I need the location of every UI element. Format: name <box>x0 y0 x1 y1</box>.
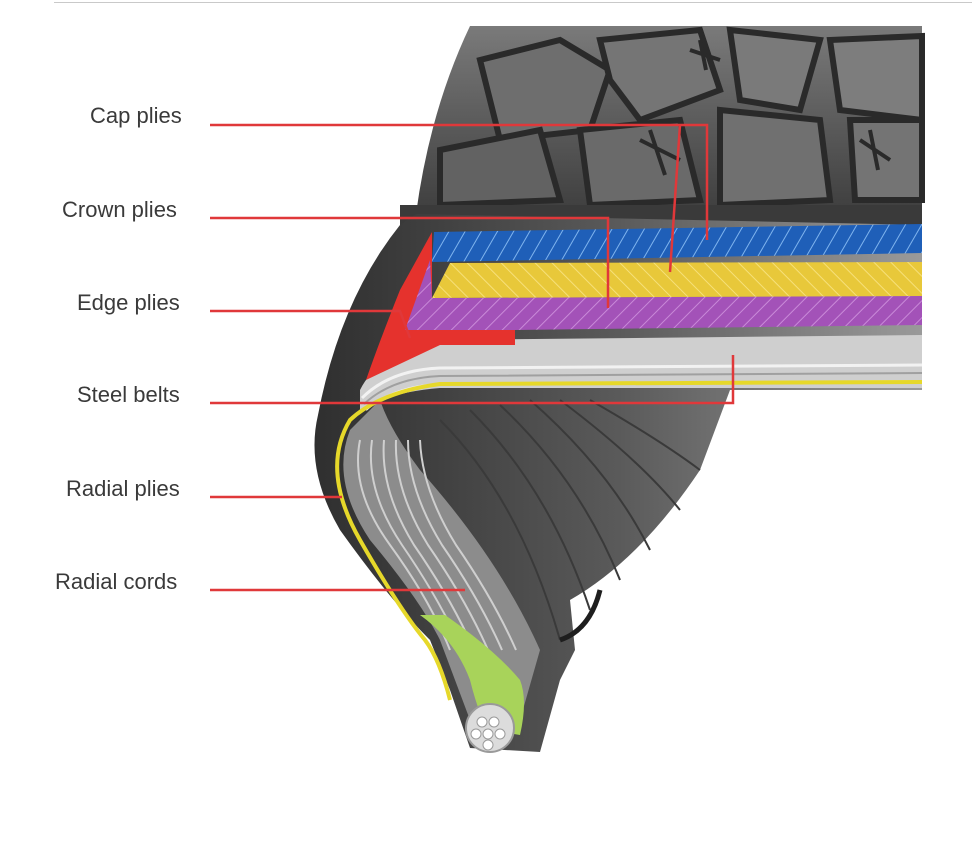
leader-steel-belts <box>210 355 735 405</box>
bead <box>420 615 524 753</box>
radial-plies-line <box>335 380 923 701</box>
label-radial-cords: Radial cords <box>55 569 178 594</box>
leader-cap-plies <box>210 123 709 240</box>
edge-plies-layer <box>405 260 922 330</box>
label-cap-plies: Cap plies <box>90 103 182 128</box>
leader-lines <box>210 123 735 592</box>
label-crown-plies: Crown plies <box>62 197 177 222</box>
label-edge-plies: Edge plies <box>77 290 180 315</box>
radial-cords-layer <box>343 400 540 720</box>
label-steel-belts: Steel belts <box>77 382 180 407</box>
edge-plies-red <box>366 232 515 380</box>
tread-blocks <box>400 26 925 225</box>
leader-crown-plies <box>210 216 610 308</box>
top-divider <box>54 2 972 3</box>
crown-plies-layer <box>432 262 922 298</box>
cap-plies-layer <box>432 224 922 262</box>
label-radial-plies: Radial plies <box>66 476 180 501</box>
leader-cap-plies-2 <box>668 124 682 273</box>
leader-edge-plies <box>210 309 412 339</box>
